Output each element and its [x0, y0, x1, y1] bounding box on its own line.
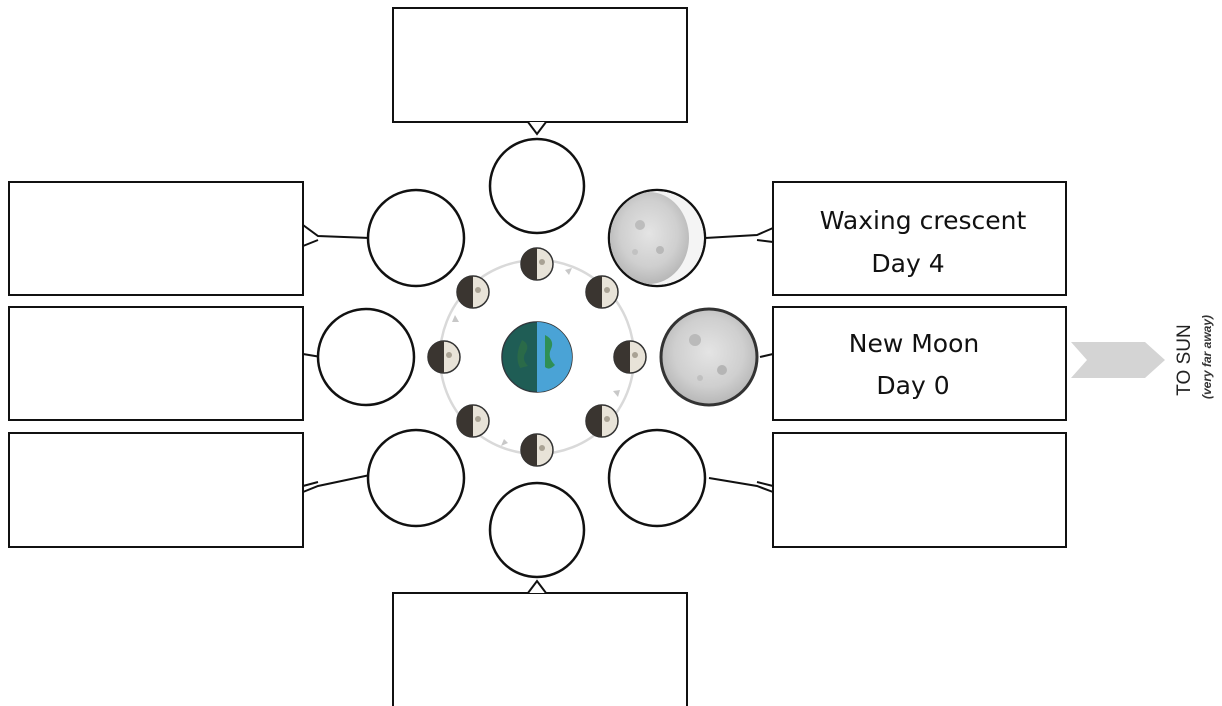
- label-box-left[interactable]: [8, 306, 304, 421]
- orbit-moon-7: [456, 275, 490, 309]
- waxing-crescent-day: Day 4: [871, 249, 944, 278]
- orbit-moon-3: [585, 404, 619, 438]
- connector-top: [527, 121, 547, 136]
- phase-circle-left[interactable]: [316, 307, 416, 407]
- to-sun-label: TO SUN: [1174, 324, 1195, 395]
- connector-bottom: [527, 579, 547, 594]
- earth-icon: [501, 321, 573, 393]
- label-box-lower-right[interactable]: [772, 432, 1067, 548]
- new-moon-label: New Moon: [849, 329, 979, 358]
- connector-right: [759, 353, 774, 358]
- phase-circle-upper-left[interactable]: [366, 188, 466, 288]
- phase-circle-lower-right[interactable]: [607, 428, 707, 528]
- phase-circle-lower-left[interactable]: [366, 428, 466, 528]
- connector-lower-right: [708, 477, 774, 493]
- label-box-lower-left[interactable]: [8, 432, 304, 548]
- orbit-moon-4: [520, 433, 554, 467]
- waxing-crescent-moon-image: [607, 188, 707, 288]
- orbit-moon-0: [520, 247, 554, 281]
- orbit-arrows: [452, 268, 620, 446]
- label-box-upper-right[interactable]: [772, 181, 1067, 296]
- phase-circle-bottom[interactable]: [488, 481, 586, 579]
- orbit-moon-6: [427, 340, 461, 374]
- orbit-moon-5: [456, 404, 490, 438]
- connectors: [302, 121, 774, 594]
- connector-lower-left: [302, 474, 371, 493]
- connector-upper-left: [302, 224, 371, 247]
- connector-upper-right: [704, 227, 774, 243]
- label-box-upper-left[interactable]: [8, 181, 304, 296]
- waxing-crescent-label: Waxing crescent: [820, 206, 1027, 235]
- sun-direction-arrow: [1071, 342, 1165, 378]
- label-box-top[interactable]: [392, 7, 688, 123]
- orbit-moon-1: [585, 275, 619, 309]
- label-box-bottom[interactable]: [392, 592, 688, 706]
- new-moon-day: Day 0: [876, 371, 949, 400]
- sun-distance-note: (very far away): [1200, 315, 1214, 399]
- new-moon-image: [659, 307, 759, 407]
- orbit-moon-2: [613, 340, 647, 374]
- phase-circle-top[interactable]: [488, 137, 586, 235]
- label-box-right[interactable]: [772, 306, 1067, 421]
